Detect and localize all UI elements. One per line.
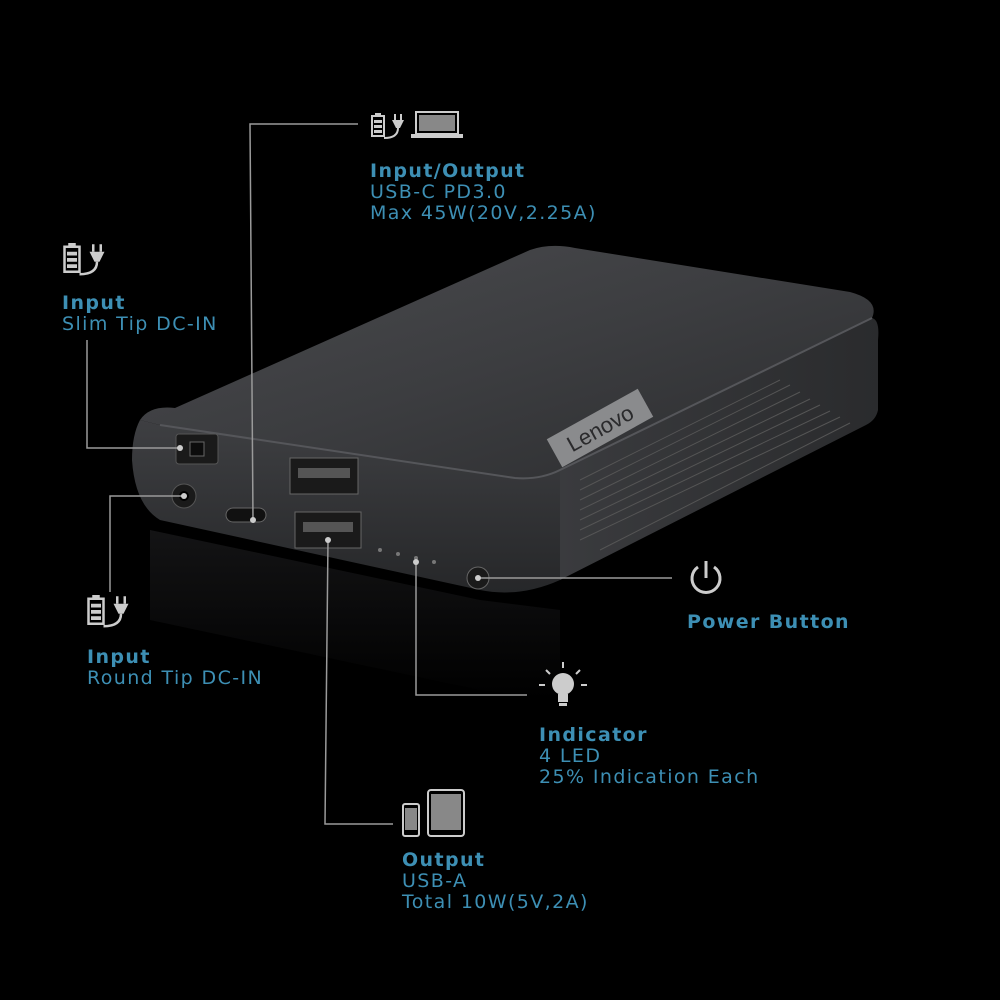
usb-a-port-top xyxy=(289,457,359,495)
callout-slim-tip-line-1: Slim Tip DC-IN xyxy=(62,313,218,335)
callout-usbc-title: Input/Output xyxy=(370,160,526,182)
callout-indicator-line-1: 4 LED xyxy=(539,745,602,767)
callout-round-tip-line-1: Round Tip DC-IN xyxy=(87,667,264,689)
battery-plug-icon xyxy=(371,113,404,139)
callout-usbc-line-2: Max 45W(20V,2.25A) xyxy=(370,202,597,224)
callout-usba: Output USB-A Total 10W(5V,2A) xyxy=(402,850,589,913)
callout-lines xyxy=(86,123,672,825)
device-reflection xyxy=(150,530,560,700)
lightbulb-icon xyxy=(539,662,587,706)
callout-slim-tip: Input Slim Tip DC-IN xyxy=(62,293,218,335)
usb-c-port xyxy=(225,507,267,523)
callout-slim-tip-title: Input xyxy=(62,292,126,314)
callout-indicator-title: Indicator xyxy=(539,724,648,746)
tablet-icon xyxy=(427,789,465,837)
battery-plug-icon xyxy=(87,595,129,628)
callout-round-tip-title: Input xyxy=(87,646,151,668)
phone-icon xyxy=(402,803,420,837)
callout-usbc-line-1: USB-C PD3.0 xyxy=(370,181,507,203)
device-top-face xyxy=(140,245,874,479)
battery-plug-icon xyxy=(63,243,105,276)
callout-indicator: Indicator 4 LED 25% Indication Each xyxy=(539,725,760,788)
led-indicators xyxy=(378,548,436,564)
device-front-face xyxy=(132,420,560,593)
callout-power: Power Button xyxy=(687,612,850,633)
regulatory-text-lines xyxy=(579,379,851,551)
device-side-face xyxy=(560,318,879,580)
callout-usba-line-1: USB-A xyxy=(402,870,468,892)
callout-usba-line-2: Total 10W(5V,2A) xyxy=(402,891,589,913)
callout-usba-title: Output xyxy=(402,849,486,871)
callout-round-tip: Input Round Tip DC-IN xyxy=(87,647,263,689)
power-icon xyxy=(690,561,722,594)
slim-tip-port xyxy=(175,433,219,465)
callout-usbc: Input/Output USB-C PD3.0 Max 45W(20V,2.2… xyxy=(370,161,597,224)
callout-indicator-line-2: 25% Indication Each xyxy=(539,766,760,788)
laptop-icon xyxy=(411,111,463,138)
callout-power-title: Power Button xyxy=(687,611,850,633)
